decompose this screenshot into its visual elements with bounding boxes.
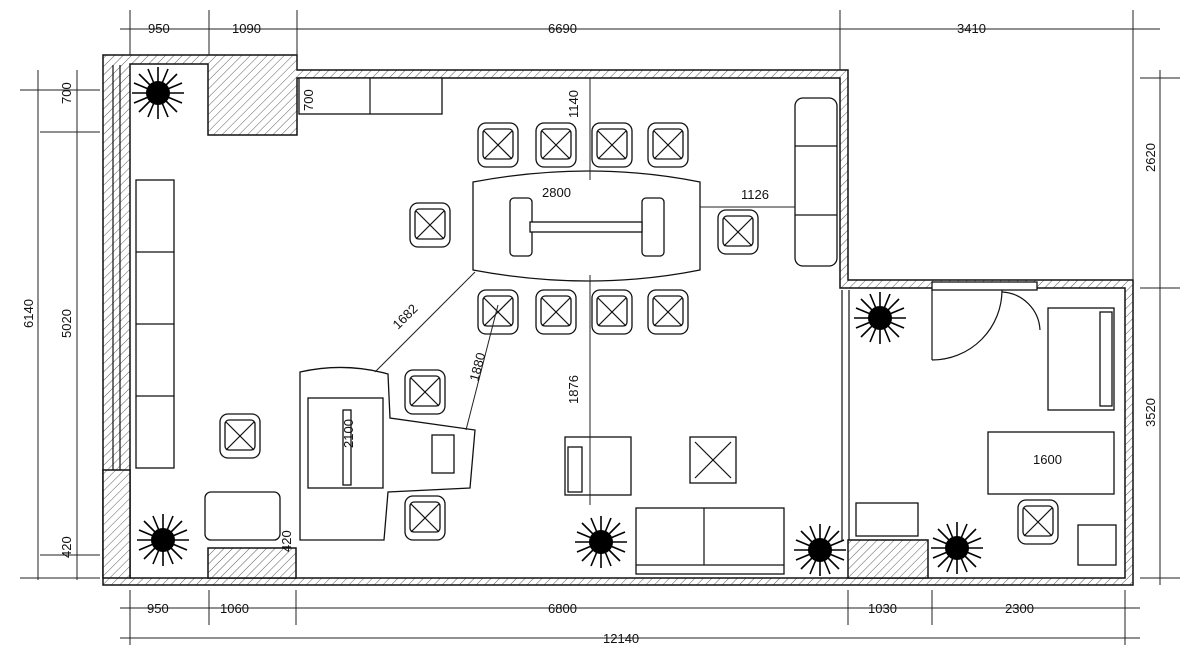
dim-chair-clearance: 1880 xyxy=(466,351,488,383)
sofa-right xyxy=(794,97,838,267)
dim-left-2: 5020 xyxy=(59,309,74,338)
door xyxy=(931,281,1041,361)
executive-desk xyxy=(204,366,476,541)
dim-table-to-sofa: 1126 xyxy=(741,187,769,202)
dim-bottom-total: 12140 xyxy=(603,631,639,646)
shelving-left xyxy=(135,179,175,469)
dim-bottom-2: 1060 xyxy=(220,601,249,616)
dim-top-2: 1090 xyxy=(232,21,261,36)
dimension-labels: 950 1090 6690 3410 6140 700 5020 420 262… xyxy=(21,21,1158,646)
dim-left-total: 6140 xyxy=(21,299,36,328)
dim-bottom-4: 1030 xyxy=(868,601,897,616)
dim-top-4: 3410 xyxy=(957,21,986,36)
dim-table-to-lounge: 1876 xyxy=(566,375,581,404)
lounge-furniture xyxy=(564,436,785,575)
dim-desk-length: 2100 xyxy=(341,419,356,448)
dimension-lines xyxy=(20,10,1180,645)
reception-furniture xyxy=(855,307,1117,566)
dim-left-1: 700 xyxy=(59,82,74,104)
dim-bottom-3: 6800 xyxy=(548,601,577,616)
dim-top-3: 6690 xyxy=(548,21,577,36)
dim-top-1: 950 xyxy=(148,21,170,36)
dim-table-length: 2800 xyxy=(542,185,571,200)
conference-table xyxy=(472,170,701,282)
dim-desk-offset: 420 xyxy=(279,530,294,552)
dim-right-2: 3520 xyxy=(1143,398,1158,427)
dim-cabinet-depth: 700 xyxy=(301,89,316,111)
dim-right-1: 2620 xyxy=(1143,143,1158,172)
dim-reception-desk: 1600 xyxy=(1033,452,1062,467)
wall-cabinets xyxy=(298,77,443,115)
dim-desk-to-table: 1682 xyxy=(390,301,421,332)
dim-left-3: 420 xyxy=(59,536,74,558)
dim-bottom-1: 950 xyxy=(147,601,169,616)
walls xyxy=(102,54,1134,586)
dim-table-to-wall: 1140 xyxy=(566,90,581,118)
dim-bottom-5: 2300 xyxy=(1005,601,1034,616)
